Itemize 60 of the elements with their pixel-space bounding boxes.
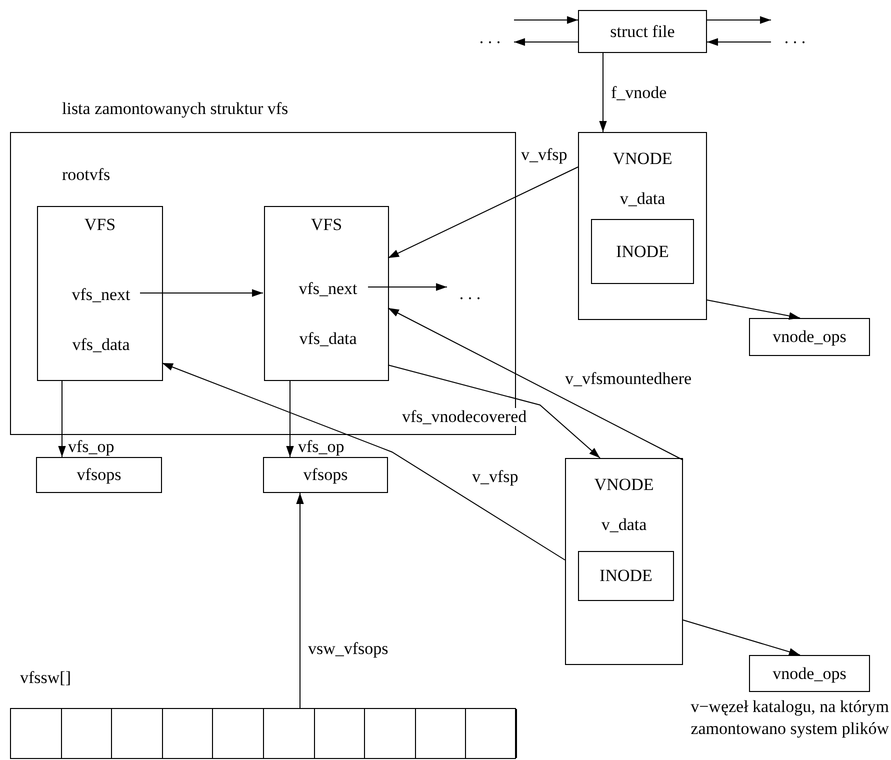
record-box (578, 10, 707, 53)
node-caption: rootvfs (62, 165, 110, 185)
record-box (36, 457, 162, 493)
record-box (37, 206, 163, 381)
record-box (749, 655, 870, 692)
arrow (514, 16, 578, 24)
field-name: vfs_next (70, 285, 132, 305)
box-label: vnode_ops (772, 664, 848, 684)
arrow (388, 308, 684, 460)
group-title: lista zamontowanych struktur vfs (62, 99, 288, 119)
arrow (514, 38, 578, 46)
arrow (682, 620, 800, 656)
record-box (264, 206, 389, 381)
edge-label: v_vfsmountedhere (563, 370, 694, 388)
record-box (749, 318, 870, 356)
arrow (599, 52, 607, 132)
arrow (368, 283, 448, 291)
arrow (286, 380, 294, 458)
record-box (591, 219, 694, 284)
box-label: v_data (600, 515, 648, 535)
field-name: vfs_data (298, 329, 358, 349)
note-text: v−węzeł katalogu, na którym zamontowano system plików (690, 696, 889, 740)
arrow (58, 380, 66, 458)
edge-label: v_vfsp (519, 146, 570, 164)
box-label: VNODE (593, 475, 655, 495)
box-label: vnode_ops (772, 327, 848, 347)
arrow (388, 364, 600, 458)
arrow (140, 289, 264, 297)
edge-label: vfs_vnodecovered (400, 408, 529, 426)
arrow (296, 492, 304, 708)
box-label: VFS (310, 215, 344, 235)
arrow (706, 300, 800, 320)
edge-label: vfs_op (66, 438, 116, 456)
box-label: struct file (609, 22, 676, 42)
record-box (565, 458, 683, 665)
edge-label: vsw_vfsops (306, 640, 390, 658)
field-name: vfs_next (298, 279, 358, 299)
field-name: . . . (783, 28, 807, 48)
record-box (578, 132, 707, 320)
group-title: vfssw[] (20, 668, 71, 688)
field-name: vfs_data (71, 335, 131, 355)
arrow (706, 16, 772, 24)
box-label: vfsops (76, 465, 122, 485)
edge-label: v_vfsp (470, 468, 520, 486)
arrow (706, 38, 772, 46)
record-box (263, 457, 388, 493)
box-label: v_data (618, 189, 666, 209)
container-box (10, 708, 516, 759)
box-label: VFS (83, 215, 117, 235)
box-label: INODE (598, 566, 654, 586)
box-label: INODE (615, 242, 670, 262)
record-box (578, 551, 674, 601)
arrow (162, 362, 566, 560)
field-name: . . . (458, 284, 482, 304)
box-label: VNODE (612, 149, 674, 169)
box-label: vfsops (302, 465, 349, 485)
arrow (388, 166, 578, 258)
edge-label: f_vnode (609, 84, 669, 102)
edge-label: vfs_op (296, 438, 346, 456)
field-name: . . . (478, 28, 502, 48)
